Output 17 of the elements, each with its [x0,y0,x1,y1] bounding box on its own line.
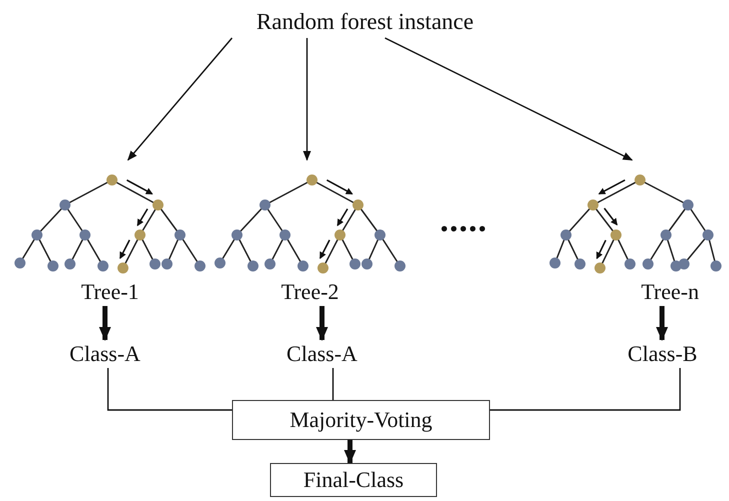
arrow [316,306,328,341]
process-box: Majority-Voting [232,400,490,440]
arrow [127,38,233,161]
class-label: Class-A [70,342,140,366]
arrow [99,306,111,341]
class-label: Class-A [286,342,358,366]
arrow [384,37,633,161]
class-label: Class-B [628,342,698,366]
arrow [344,440,356,464]
tree-label: Tree-2 [281,280,339,304]
tree-label: Tree-n [641,280,699,304]
process-box: Final-Class [270,463,437,497]
ellipsis: ..... [440,204,488,238]
tree-label: Tree-1 [81,280,139,304]
title-text: Random forest instance [256,9,474,35]
arrow [303,38,311,161]
arrow [656,306,668,341]
